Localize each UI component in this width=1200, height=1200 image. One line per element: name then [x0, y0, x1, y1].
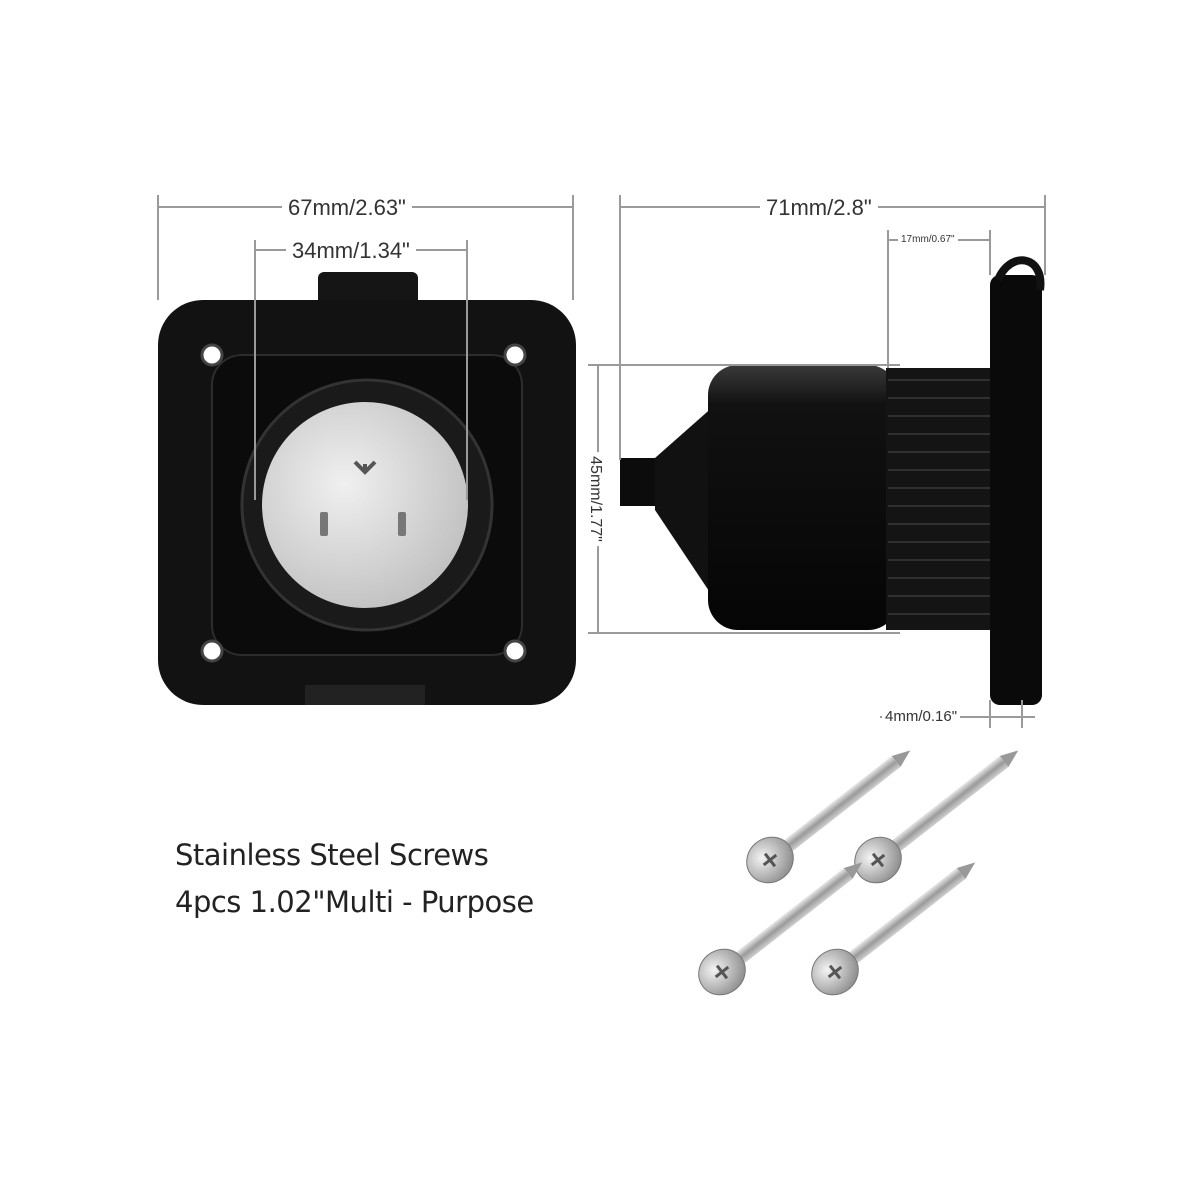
dim-width-inner: 34mm/1.34" [286, 238, 416, 264]
screw [746, 750, 911, 884]
dim-thread-length: 17mm/0.67" [898, 234, 958, 245]
screw [811, 862, 976, 996]
screws [698, 750, 1019, 996]
screw [854, 750, 1019, 884]
socket-front-view [158, 272, 576, 705]
caption-line-2: 4pcs 1.02"Multi - Purpose [175, 885, 534, 919]
dim-width-outer: 67mm/2.63" [282, 195, 412, 221]
dim-flange-thickness: 4mm/0.16" [882, 708, 961, 725]
caption-line-1: Stainless Steel Screws [175, 838, 489, 872]
dim-length: 71mm/2.8" [760, 195, 878, 221]
screw [698, 862, 863, 996]
socket-side-view [620, 256, 1045, 705]
dim-height: 45mm/1.77" [585, 452, 604, 546]
